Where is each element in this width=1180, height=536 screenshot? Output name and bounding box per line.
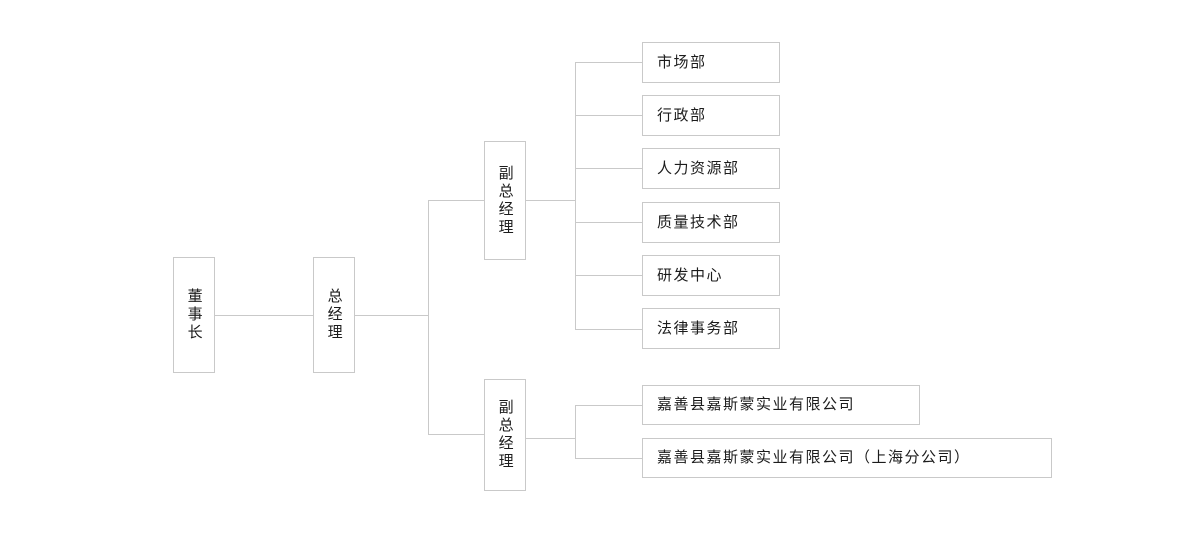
node-deputy-general-manager-2-label: 副总经理 <box>496 399 515 471</box>
node-department-quality-technology-label: 质量技术部 <box>657 212 740 231</box>
connector-branch-department-4 <box>575 222 642 223</box>
node-deputy-general-manager-1[interactable]: 副总经理 <box>484 141 526 260</box>
connector-subsidiary-trunk <box>575 405 576 458</box>
node-department-human-resources-label: 人力资源部 <box>657 158 740 177</box>
node-department-rd-center-label: 研发中心 <box>657 265 724 284</box>
node-department-marketing[interactable]: 市场部 <box>642 42 780 83</box>
connector-branch-department-6 <box>575 329 642 330</box>
connector-gm-trunk <box>428 200 429 434</box>
node-subsidiary-shanghai-branch-label: 嘉善县嘉斯蒙实业有限公司（上海分公司） <box>657 448 971 467</box>
connector-gm-to-deputy-1 <box>428 200 484 201</box>
node-deputy-general-manager-1-label: 副总经理 <box>496 164 515 237</box>
node-department-quality-technology[interactable]: 质量技术部 <box>642 202 780 243</box>
connector-branch-department-1 <box>575 62 642 63</box>
connector-branch-department-5 <box>575 275 642 276</box>
node-department-rd-center[interactable]: 研发中心 <box>642 255 780 296</box>
node-subsidiary-main-label: 嘉善县嘉斯蒙实业有限公司 <box>657 395 856 414</box>
node-department-marketing-label: 市场部 <box>657 52 707 71</box>
connector-branch-department-3 <box>575 168 642 169</box>
connector-branch-subsidiary-1 <box>575 405 642 406</box>
node-department-legal-affairs-label: 法律事务部 <box>657 318 740 337</box>
node-chairman[interactable]: 董事长 <box>173 257 215 373</box>
connector-chairman-to-gm <box>215 315 313 316</box>
connector-department-trunk <box>575 62 576 329</box>
node-subsidiary-shanghai-branch[interactable]: 嘉善县嘉斯蒙实业有限公司（上海分公司） <box>642 438 1052 478</box>
node-department-legal-affairs[interactable]: 法律事务部 <box>642 308 780 349</box>
connector-gm-to-deputy-2 <box>428 434 484 435</box>
connector-deputy-1-stub <box>526 200 575 201</box>
node-department-human-resources[interactable]: 人力资源部 <box>642 148 780 189</box>
node-deputy-general-manager-2[interactable]: 副总经理 <box>484 379 526 491</box>
connector-gm-stub <box>355 315 428 316</box>
node-chairman-label: 董事长 <box>185 288 204 342</box>
node-general-manager-label: 总经理 <box>325 288 344 342</box>
connector-branch-department-2 <box>575 115 642 116</box>
node-general-manager[interactable]: 总经理 <box>313 257 355 373</box>
node-subsidiary-main[interactable]: 嘉善县嘉斯蒙实业有限公司 <box>642 385 920 425</box>
node-department-administration[interactable]: 行政部 <box>642 95 780 136</box>
connector-deputy-2-stub <box>526 438 575 439</box>
connector-branch-subsidiary-2 <box>575 458 642 459</box>
node-department-administration-label: 行政部 <box>657 105 707 124</box>
